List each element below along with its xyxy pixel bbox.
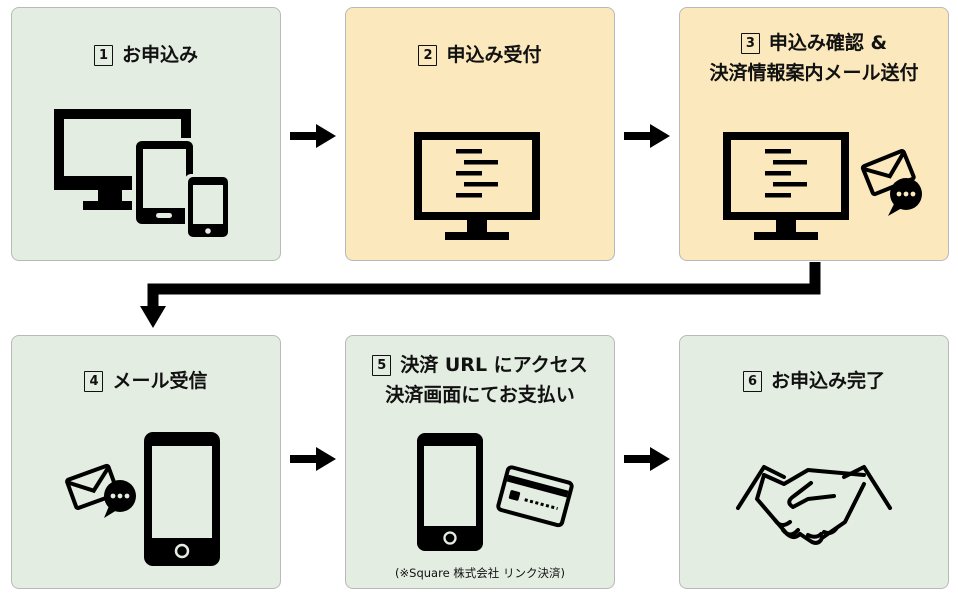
step-1-title: 1 お申込み — [12, 40, 280, 70]
arrow-1-to-2 — [290, 124, 336, 148]
tablet-icon — [132, 138, 196, 228]
step-number-badge: 3 — [740, 33, 760, 54]
monitor-icon — [723, 132, 849, 240]
step-label: 申込み受付 — [446, 44, 542, 66]
handshake-icon — [736, 465, 892, 545]
step-4-title: 4 メール受信 — [12, 366, 280, 396]
arrow-2-to-3 — [624, 124, 670, 148]
step-6-title: 6 お申込み完了 — [680, 366, 948, 396]
step-number-badge: 5 — [372, 355, 392, 376]
step-number-badge: 6 — [742, 371, 762, 392]
monitor-icon — [414, 132, 540, 240]
step-3-title-line1: 3 申込み確認 & — [680, 28, 948, 58]
step-label: 申込み確認 & — [768, 32, 888, 54]
mail-chat-icon — [65, 463, 136, 518]
mail-chat-icon — [860, 149, 922, 216]
step-5-note: (※Square 株式会社 リンク決済) — [395, 566, 565, 580]
step-number-badge: 2 — [418, 45, 438, 66]
step-number-badge: 1 — [93, 45, 113, 66]
step-number-badge: 4 — [84, 371, 104, 392]
step-2-card: 2 申込み受付 — [345, 7, 615, 261]
step-label: 決済 URL にアクセス — [400, 354, 588, 376]
step-2-title: 2 申込み受付 — [346, 40, 614, 70]
step-5-title-line2: 決済画面にてお支払い — [385, 384, 575, 406]
step-label: お申込み — [121, 44, 198, 66]
arrow-4-to-5 — [290, 447, 336, 471]
smartphone-icon — [144, 432, 220, 566]
arrow-5-to-6 — [624, 447, 670, 471]
smartphone-icon — [417, 433, 483, 551]
step-label: お申込み完了 — [770, 370, 885, 392]
credit-card-icon — [496, 465, 574, 528]
step-6-card: 6 お申込み完了 — [679, 335, 949, 589]
step-3-title-line2: 決済情報案内メール送付 — [709, 62, 919, 84]
step-label: メール受信 — [112, 370, 208, 392]
step-4-card: 4 メール受信 — [11, 335, 281, 589]
step-5-title-line1: 5 決済 URL にアクセス — [346, 350, 614, 380]
smartphone-icon — [185, 174, 231, 240]
step-5-card: 5 決済 URL にアクセス 決済画面にてお支払い (※Square 株式会社 リ… — [345, 335, 615, 589]
step-1-card: 1 お申込み — [11, 7, 281, 261]
step-3-card: 3 申込み確認 & 決済情報案内メール送付 — [679, 7, 949, 261]
